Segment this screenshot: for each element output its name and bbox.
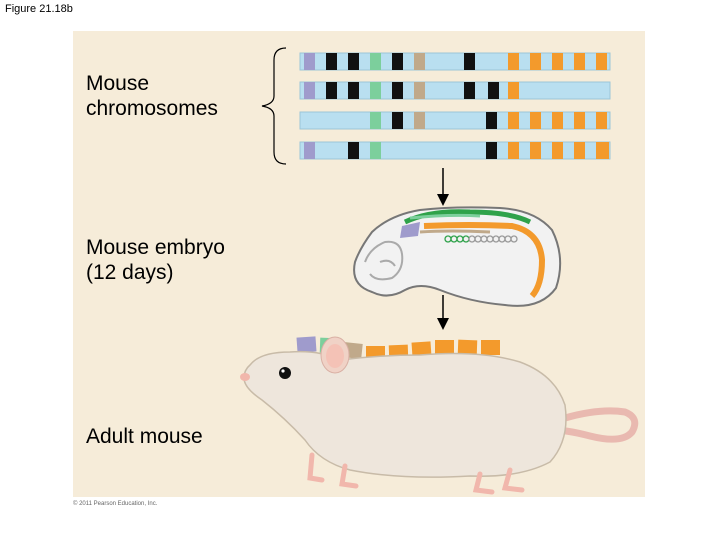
- chromosome-band: [574, 53, 585, 70]
- chromosome-band: [370, 142, 381, 159]
- chromosome-band: [598, 142, 609, 159]
- chromosome-band: [370, 112, 381, 129]
- chromosome-band: [488, 82, 499, 99]
- chromosome-band: [596, 53, 607, 70]
- chromosome: [299, 52, 611, 71]
- chromosome-band: [552, 53, 563, 70]
- chromosome: [299, 81, 611, 100]
- embryo-somites: [444, 235, 518, 243]
- chromosome-band: [530, 112, 541, 129]
- chromosome-band: [304, 82, 315, 99]
- adult-mouse: [240, 336, 639, 495]
- chromosome-band: [370, 53, 381, 70]
- chromosome-band: [414, 53, 425, 70]
- chromosome-band: [370, 82, 381, 99]
- chromosome-band: [326, 53, 337, 70]
- chromosome-band: [530, 142, 541, 159]
- chromosome-brace: [261, 47, 287, 165]
- chromosome-band: [348, 142, 359, 159]
- chromosome-band: [304, 53, 315, 70]
- figure-label: Figure 21.18b: [5, 3, 73, 15]
- body-segment: [457, 339, 478, 356]
- chromosome-band: [508, 112, 519, 129]
- chromosome-band: [508, 142, 519, 159]
- mouse-embryo: [353, 206, 562, 307]
- chromosome: [299, 141, 611, 160]
- chromosome-band: [464, 53, 475, 70]
- chromosome-band: [414, 112, 425, 129]
- copyright-notice: © 2011 Pearson Education, Inc.: [73, 501, 158, 507]
- chromosomes-label: Mouse chromosomes: [86, 72, 218, 120]
- arrow-to-adult: [437, 295, 449, 330]
- embryo-label: Mouse embryo (12 days): [86, 236, 225, 284]
- chromosome-band: [552, 112, 563, 129]
- body-segment: [435, 340, 454, 355]
- chromosome-band: [392, 53, 403, 70]
- body-segment: [481, 340, 500, 355]
- chromosome-band: [508, 82, 519, 99]
- chromosome-band: [508, 53, 519, 70]
- chromosome-band: [392, 82, 403, 99]
- chromosome-band: [552, 142, 563, 159]
- body-segment: [411, 341, 432, 358]
- chromosome-band: [304, 142, 315, 159]
- adult-label: Adult mouse: [86, 425, 203, 448]
- chromosome-band: [486, 112, 497, 129]
- chromosome-band: [464, 82, 475, 99]
- chromosome: [299, 111, 611, 130]
- chromosome-band: [596, 112, 607, 129]
- somite: [510, 235, 518, 243]
- arrow-to-embryo: [437, 168, 449, 206]
- chromosome-band: [414, 82, 425, 99]
- chromosome-band: [574, 142, 585, 159]
- chromosome-band: [574, 112, 585, 129]
- chromosome-band: [486, 142, 497, 159]
- chromosome-group: [299, 52, 611, 160]
- chromosome-band: [348, 53, 359, 70]
- chromosome-band: [348, 82, 359, 99]
- chromosome-band: [326, 82, 337, 99]
- chromosome-band: [392, 112, 403, 129]
- body-segment: [296, 336, 317, 353]
- chromosome-band: [530, 53, 541, 70]
